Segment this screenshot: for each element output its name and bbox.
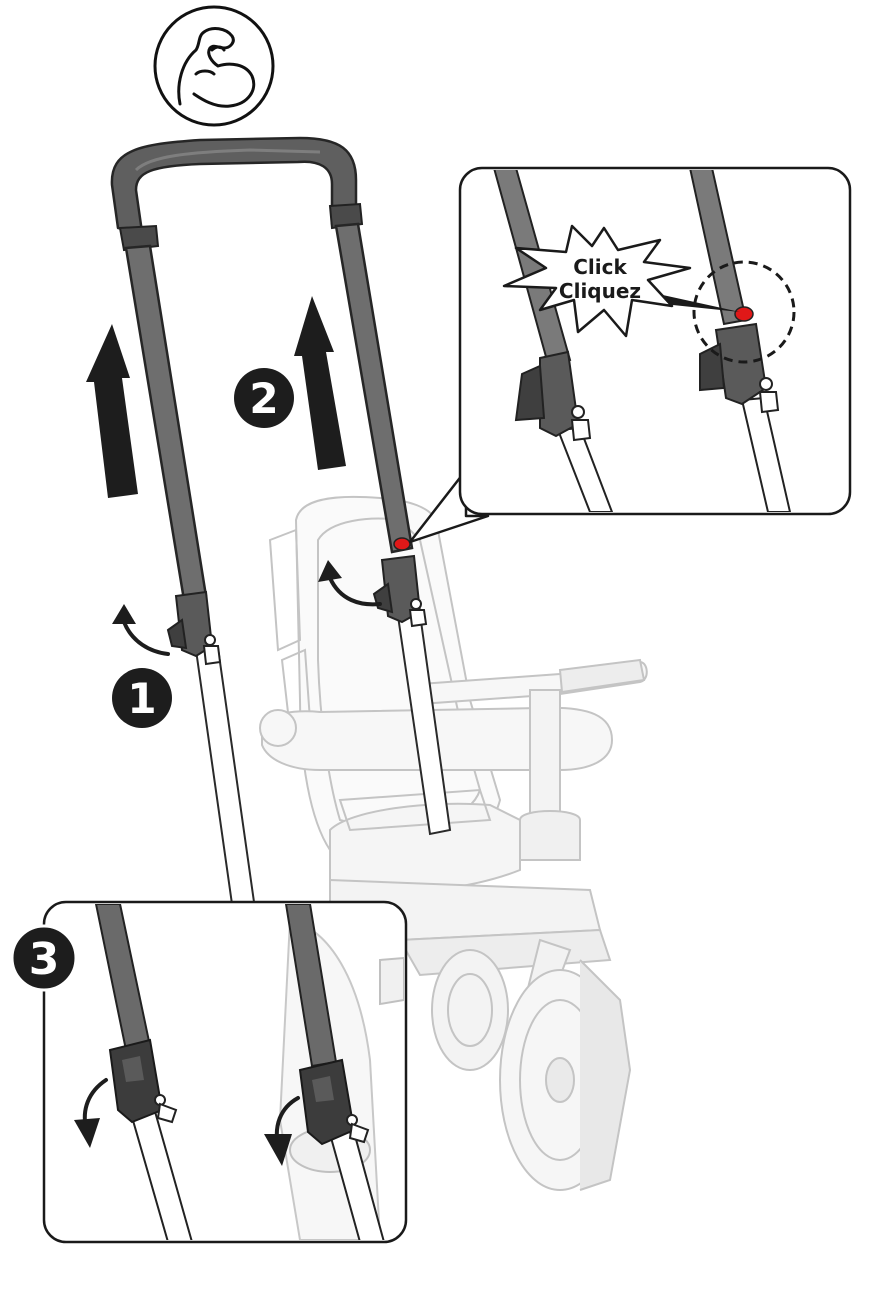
step-number-one: 1: [127, 674, 156, 723]
strength-icon-badge: [153, 5, 275, 127]
background-tricycle: [259, 495, 648, 1191]
step-badge-one: 1: [112, 668, 172, 728]
step-number-three: 3: [29, 934, 60, 985]
detail-inset-fold: [42, 900, 408, 1244]
inset-lock-dot: [734, 306, 754, 322]
curved-arrow-heads: [112, 560, 342, 624]
step-badge-two: 2: [234, 368, 294, 428]
focus-circle: [692, 260, 796, 364]
down-curved-arrow-icon: [74, 1078, 300, 1166]
flexed-arm-icon: [177, 27, 256, 108]
left-clamp: [166, 590, 222, 666]
callout-pointer: [408, 468, 490, 544]
step-number-two: 2: [249, 374, 278, 423]
detail-inset-lock: Click Cliquez: [458, 166, 852, 516]
callout-click-text: Click: [573, 255, 627, 279]
lock-pin-dot: [393, 537, 411, 551]
up-arrow-icon: [86, 296, 346, 498]
curved-arrow-icon: [122, 576, 382, 656]
click-burst: [502, 224, 692, 338]
push-handle: [110, 136, 452, 906]
step-badge-three: 3: [10, 924, 78, 992]
callout-cliquez-text: Cliquez: [559, 279, 641, 303]
